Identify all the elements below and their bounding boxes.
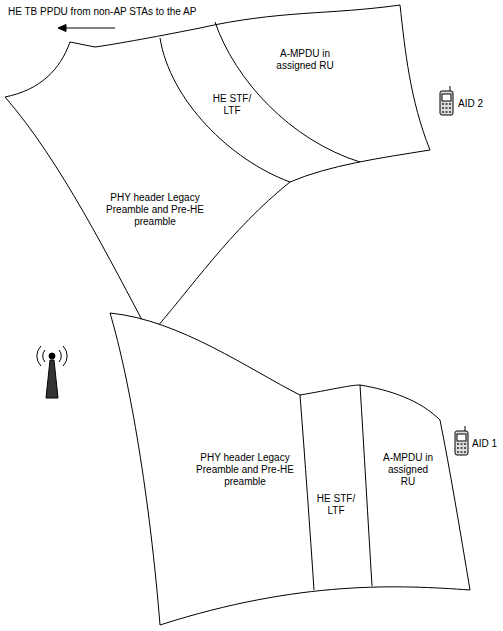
section-divider (160, 38, 290, 182)
station-id: AID 1 (472, 438, 497, 450)
section-divider (300, 395, 314, 590)
field-label: PHY header Legacy Preamble and Pre-HE pr… (195, 452, 295, 488)
section-divider (360, 385, 372, 586)
ppdu-field: HE STF/ LTF (209, 93, 255, 117)
ppdu-field: HE STF/ LTF (314, 493, 358, 517)
section-divider (215, 22, 360, 162)
phone-icon (440, 86, 453, 115)
phone-icon (455, 426, 468, 455)
access-point-icon (37, 346, 67, 398)
ppdu-field: PHY header Legacy Preamble and Pre-HE pr… (105, 192, 205, 228)
field-label: A-MPDU in assigned RU (275, 48, 335, 72)
field-label: HE STF/ LTF (314, 493, 358, 517)
field-label: HE STF/ LTF (209, 93, 255, 117)
arrow-head (58, 25, 66, 32)
field-label: PHY header Legacy Preamble and Pre-HE pr… (105, 192, 205, 228)
ppdu-band (5, 5, 430, 335)
ppdu-field: A-MPDU in assigned RU (275, 48, 335, 72)
station-id: AID 2 (458, 98, 483, 110)
ppdu-band (110, 313, 470, 625)
ppdu-field: PHY header Legacy Preamble and Pre-HE pr… (195, 452, 295, 488)
field-label: A-MPDU in assigned RU (380, 452, 436, 488)
direction-label: HE TB PPDU from non-AP STAs to the AP (8, 6, 196, 18)
direction-arrow (62, 28, 115, 29)
ppdu-field: A-MPDU in assigned RU (380, 452, 436, 488)
